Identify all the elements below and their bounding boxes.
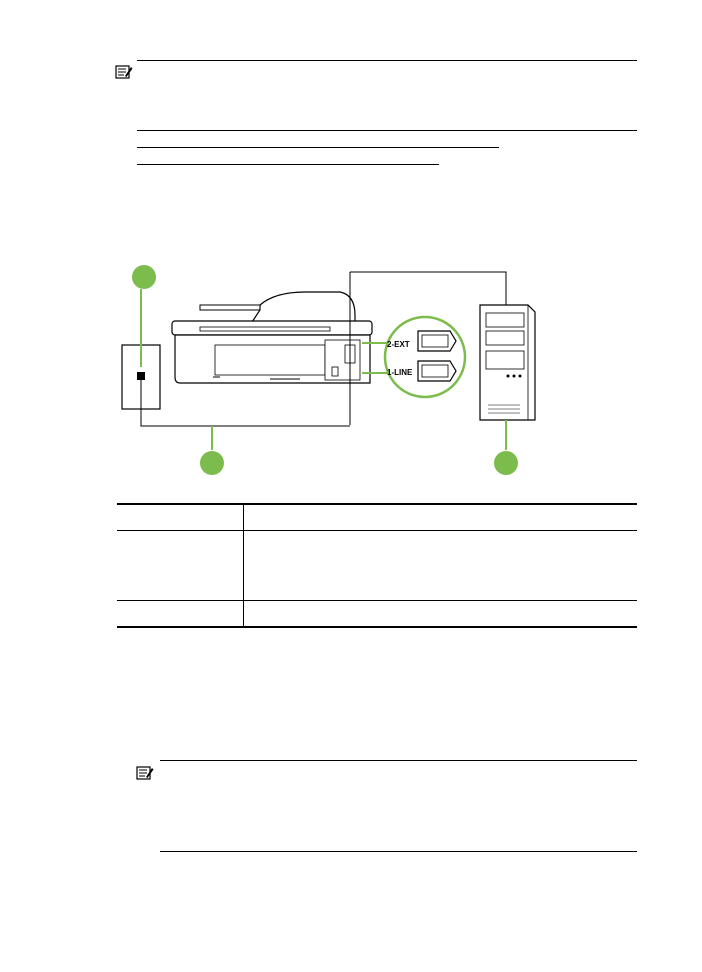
link-underline[interactable] bbox=[137, 164, 439, 165]
connection-diagram: 2-EXT 1-LINE bbox=[121, 265, 536, 475]
table-header-rule bbox=[117, 530, 637, 531]
callout-2 bbox=[200, 451, 224, 475]
port-label-2-ext: 2-EXT bbox=[387, 340, 410, 349]
note-top-rule bbox=[137, 60, 637, 61]
note-bottom-rule bbox=[160, 851, 637, 852]
table-column-divider bbox=[243, 505, 244, 627]
note-icon bbox=[115, 65, 133, 79]
port-2-ext bbox=[417, 330, 457, 352]
table-row-rule bbox=[117, 600, 637, 601]
callout-1 bbox=[132, 265, 156, 289]
callout-3 bbox=[494, 451, 518, 475]
port-1-line bbox=[417, 360, 457, 382]
port-label-1-line: 1-LINE bbox=[387, 368, 413, 377]
link-underline[interactable] bbox=[137, 147, 499, 148]
note-top-rule bbox=[160, 760, 637, 761]
table-bottom-rule bbox=[117, 626, 637, 628]
port-zoom-circle bbox=[383, 315, 467, 399]
printer bbox=[171, 291, 373, 384]
table-top-rule bbox=[117, 503, 637, 505]
computer bbox=[479, 304, 536, 421]
note-icon bbox=[136, 766, 154, 780]
note-bottom-rule bbox=[137, 130, 637, 131]
